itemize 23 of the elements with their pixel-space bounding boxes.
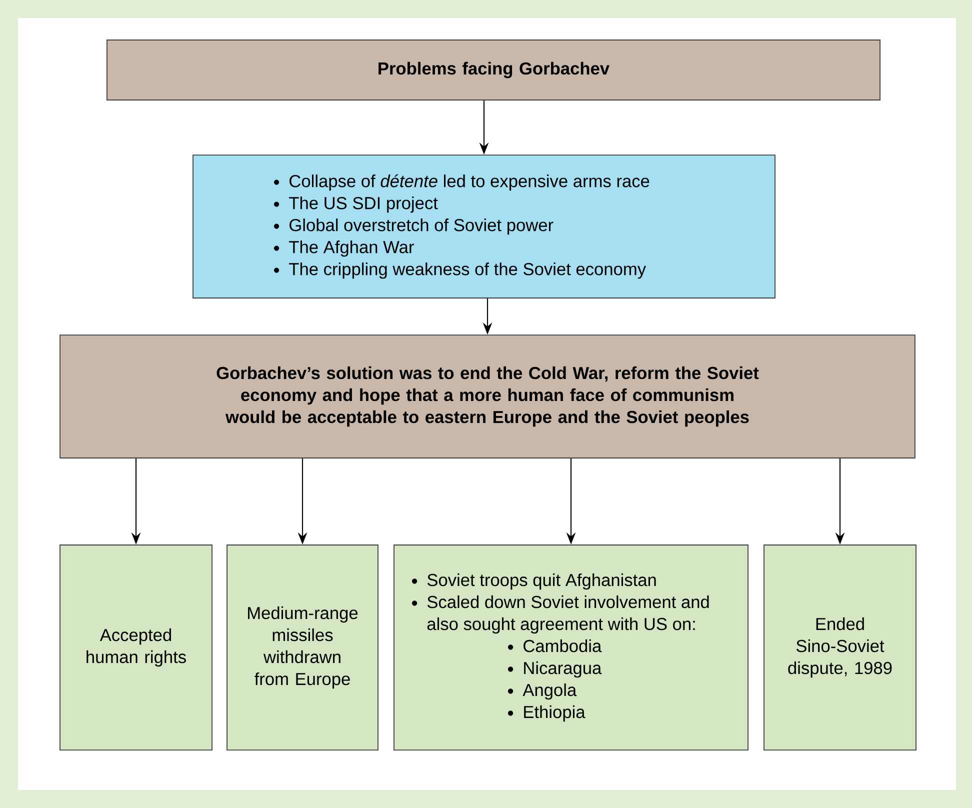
box-text: Medium-range missiles withdrawn from Europe bbox=[248, 606, 358, 689]
bullet-item: The US SDI project bbox=[289, 196, 438, 213]
bullet-item: Cambodia bbox=[524, 639, 602, 652]
outcome-box bbox=[60, 544, 212, 750]
box-text: Ended Sino-Soviet dispute, 1989 bbox=[788, 617, 892, 678]
box-text: Problems facing Gorbachev bbox=[378, 62, 610, 78]
outcome-box bbox=[764, 544, 916, 750]
box-text: Accepted human rights bbox=[86, 628, 186, 667]
bullet-item: Collapse of détente led to expensive arms race bbox=[290, 174, 650, 191]
bullet-item: Global overstretch of Soviet power bbox=[290, 218, 554, 235]
bullet-item: The crippling weakness of the Soviet economy bbox=[289, 262, 646, 279]
bullet-item: Soviet troops quit Afghanistan bbox=[427, 573, 656, 590]
bullet-item: Nicaragua bbox=[524, 661, 602, 678]
outcome-box bbox=[394, 544, 748, 750]
bullet-item: Ethiopia bbox=[524, 705, 586, 722]
box-text: Gorbachev’s solution was to end the Cold War, reform the Soviet economy and hope that a more human face of communism would be acceptable to eastern Europe and the Soviet peoples bbox=[216, 366, 759, 427]
bullet-item: Scaled down Soviet involvement and also sought agreement with US on: bbox=[427, 595, 709, 634]
bullet-item: Angola bbox=[522, 683, 577, 700]
problems-box bbox=[192, 154, 776, 298]
heading-box bbox=[60, 334, 916, 458]
bullet-item: The Afghan War bbox=[289, 240, 414, 257]
heading-box bbox=[106, 40, 880, 100]
outcome-box bbox=[226, 544, 378, 750]
